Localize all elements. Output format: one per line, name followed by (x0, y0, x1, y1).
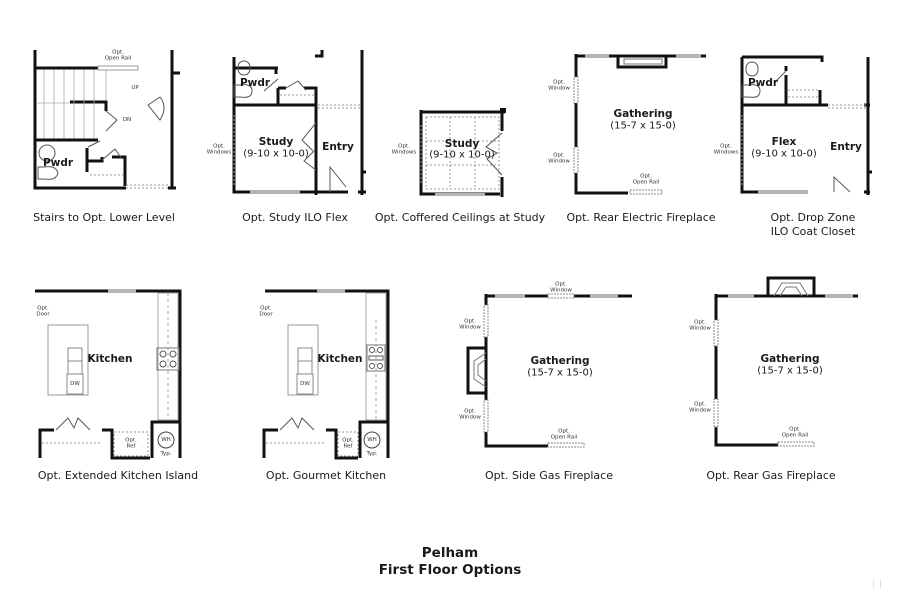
window-label-2: Opt. Window (548, 152, 570, 165)
caption-line-2: ILO Coat Closet (770, 225, 856, 238)
floor-plan-drawing (33, 50, 180, 190)
plan-drop-zone: Pwdr Flex (9-10 x 10-0) Entry Opt. Windo… (700, 45, 880, 195)
floor-plan-drawing (740, 55, 872, 195)
caption-line-1: Opt. Drop Zone (770, 211, 856, 224)
floor-plan-drawing (466, 293, 632, 448)
room-name: Kitchen (317, 352, 363, 365)
door-label: Opt. Door (259, 305, 273, 318)
caption-study-ilo-flex: Opt. Study ILO Flex (242, 211, 348, 224)
window-label-1: Opt. Window (548, 79, 570, 92)
room-dimensions: (15-7 x 15-0) (757, 365, 823, 377)
watermark-mark (873, 580, 881, 588)
caption-rear-electric-fireplace: Opt. Rear Electric Fireplace (566, 211, 716, 224)
open-rail-label: Opt. Open Rail (781, 426, 809, 439)
caption-gourmet-kitchen: Opt. Gourmet Kitchen (265, 469, 387, 482)
room-name: Study (444, 137, 480, 150)
plan-side-gas-fireplace: Gathering (15-7 x 15-0) Opt. Window Opt.… (440, 275, 640, 450)
caption-side-gas-fireplace: Opt. Side Gas Fireplace (485, 469, 613, 482)
up-label: UP (131, 84, 139, 91)
window-label-top: Opt. Window (550, 281, 572, 294)
windows-label: Opt. Windows (206, 143, 232, 156)
plan-gourmet-kitchen: Opt. Door Kitchen DW Opt. Ref WH Typ. (230, 280, 400, 460)
dn-label: DN (122, 116, 132, 123)
pwdr-label: Pwdr (42, 156, 74, 169)
room-name: Gathering (530, 354, 590, 367)
window-label-1: Opt. Window (459, 318, 481, 331)
plan-subtitle: First Floor Options (378, 562, 522, 578)
plan-rear-gas-fireplace: Gathering (15-7 x 15-0) Opt. Window Opt.… (670, 265, 870, 450)
room-name: Study (258, 135, 294, 148)
ref-label: Opt. Ref (125, 437, 137, 450)
entry-label: Entry (322, 140, 354, 153)
room-name: Gathering (613, 107, 673, 120)
windows-label: Opt. Windows (391, 143, 417, 156)
window-label-1: Opt. Window (689, 319, 711, 332)
room-dimensions: (9-10 x 10-0) (751, 148, 817, 160)
floor-plan-drawing (232, 50, 366, 195)
open-rail-label: Opt. Open Rail (104, 49, 132, 62)
room-dimensions: (9-10 x 10-0) (243, 148, 309, 160)
wh-label: WH (367, 436, 377, 443)
open-rail-label: Opt. Open Rail (550, 428, 578, 441)
pwdr-label: Pwdr (239, 76, 271, 89)
plan-name: Pelham (421, 545, 479, 561)
plan-study-ilo-flex: Pwdr Study (9-10 x 10-0) Entry Opt. Wind… (200, 45, 370, 195)
window-label-2: Opt. Window (689, 401, 711, 414)
ref-label: Opt. Ref (342, 437, 354, 450)
room-dimensions: (15-7 x 15-0) (527, 367, 593, 379)
room-dimensions: (9-10 x 10-0) (429, 149, 495, 161)
plan-coffered-ceilings: Study (9-10 x 10-0) Opt. Windows (380, 95, 530, 200)
plan-extended-kitchen-island: Opt. Door Kitchen DW Opt. Ref WH Typ. (30, 280, 190, 460)
typ-label: Typ. (366, 450, 378, 457)
floor-plan-drawing (713, 276, 858, 447)
pwdr-label: Pwdr (747, 76, 779, 89)
door-label: Opt. Door (36, 305, 50, 318)
dw-label: DW (70, 380, 80, 387)
caption-extended-kitchen-island: Opt. Extended Kitchen Island (37, 469, 199, 482)
room-name: Kitchen (87, 352, 133, 365)
plan-rear-electric-fireplace: Gathering (15-7 x 15-0) Opt. Window Opt.… (540, 45, 720, 195)
wh-label: WH (161, 436, 171, 443)
room-dimensions: (15-7 x 15-0) (610, 120, 676, 132)
footer-title-block: Pelham First Floor Options (379, 545, 522, 579)
floor-plan-drawing (35, 289, 182, 460)
room-name: Flex (771, 135, 797, 148)
caption-coffered-ceilings: Opt. Coffered Ceilings at Study (374, 211, 546, 224)
floor-plan-drawing (573, 54, 706, 195)
floor-plan-drawing (262, 289, 390, 460)
caption-stairs: Stairs to Opt. Lower Level (33, 211, 175, 224)
typ-label: Typ. (160, 450, 172, 457)
window-label-2: Opt. Window (459, 408, 481, 421)
floor-plan-drawing (419, 108, 506, 197)
plan-stairs-to-lower-level: Opt. Open Rail UP DN Pwdr (30, 45, 190, 190)
windows-label: Opt. Windows (713, 143, 739, 156)
dw-label: DW (300, 380, 310, 387)
room-name: Gathering (760, 352, 820, 365)
entry-label: Entry (830, 140, 862, 153)
caption-drop-zone: Opt. Drop Zone ILO Coat Closet (771, 211, 856, 239)
open-rail-label: Opt. Open Rail (632, 173, 660, 186)
caption-rear-gas-fireplace: Opt. Rear Gas Fireplace (706, 469, 836, 482)
